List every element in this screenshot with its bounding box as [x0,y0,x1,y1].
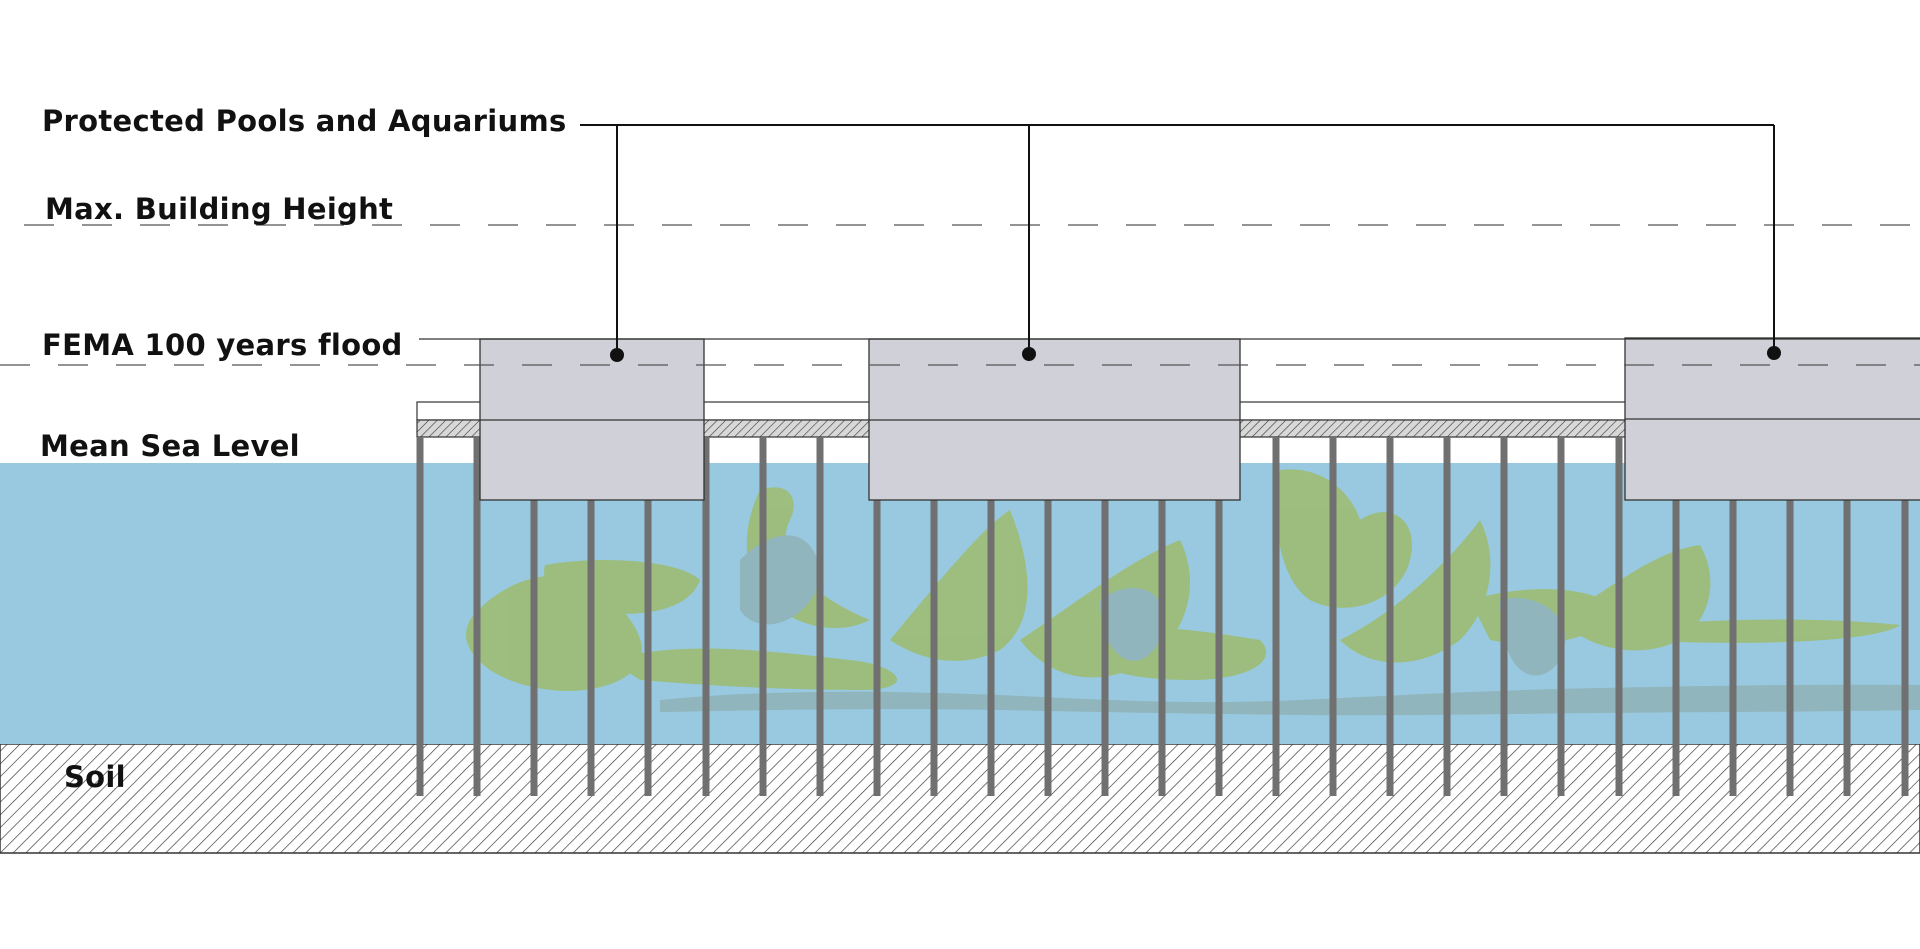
pile-12 [1044,437,1052,796]
pile-16 [1272,437,1280,796]
label-max-building-height: Max. Building Height [45,192,393,226]
pile-21 [1557,437,1565,796]
soil-layer [0,743,1920,854]
pile-3 [530,437,538,796]
pile-19 [1443,437,1451,796]
pile-17 [1329,437,1337,796]
pile-1 [416,437,424,796]
pile-23 [1672,437,1680,796]
pile-5 [644,437,652,796]
pile-group [416,437,1909,796]
pool-building-2 [868,338,1241,501]
label-mean-sea-level: Mean Sea Level [40,429,300,463]
pile-10 [930,437,938,796]
pile-25 [1786,437,1794,796]
pile-14 [1158,437,1166,796]
pile-20 [1500,437,1508,796]
label-protected-pools: Protected Pools and Aquariums [42,104,567,138]
callout-dot-2 [1022,347,1036,361]
pile-26 [1843,437,1851,796]
pile-27 [1901,437,1909,796]
pile-13 [1101,437,1109,796]
pile-7 [759,437,767,796]
pile-24 [1729,437,1737,796]
pile-9 [873,437,881,796]
pile-11 [987,437,995,796]
pools-callout-leaders [580,124,1781,362]
pile-22 [1615,437,1623,796]
pool-building-3 [1624,337,1920,501]
callout-dot-3 [1767,346,1781,360]
label-soil: Soil [64,760,126,794]
callout-dot-1 [610,348,624,362]
label-fema-flood: FEMA 100 years flood [42,328,403,362]
pile-8 [816,437,824,796]
pile-4 [587,437,595,796]
pile-15 [1215,437,1223,796]
pool-building-1 [479,338,705,501]
pile-6 [702,437,710,796]
pile-18 [1386,437,1394,796]
pile-2 [473,437,481,796]
